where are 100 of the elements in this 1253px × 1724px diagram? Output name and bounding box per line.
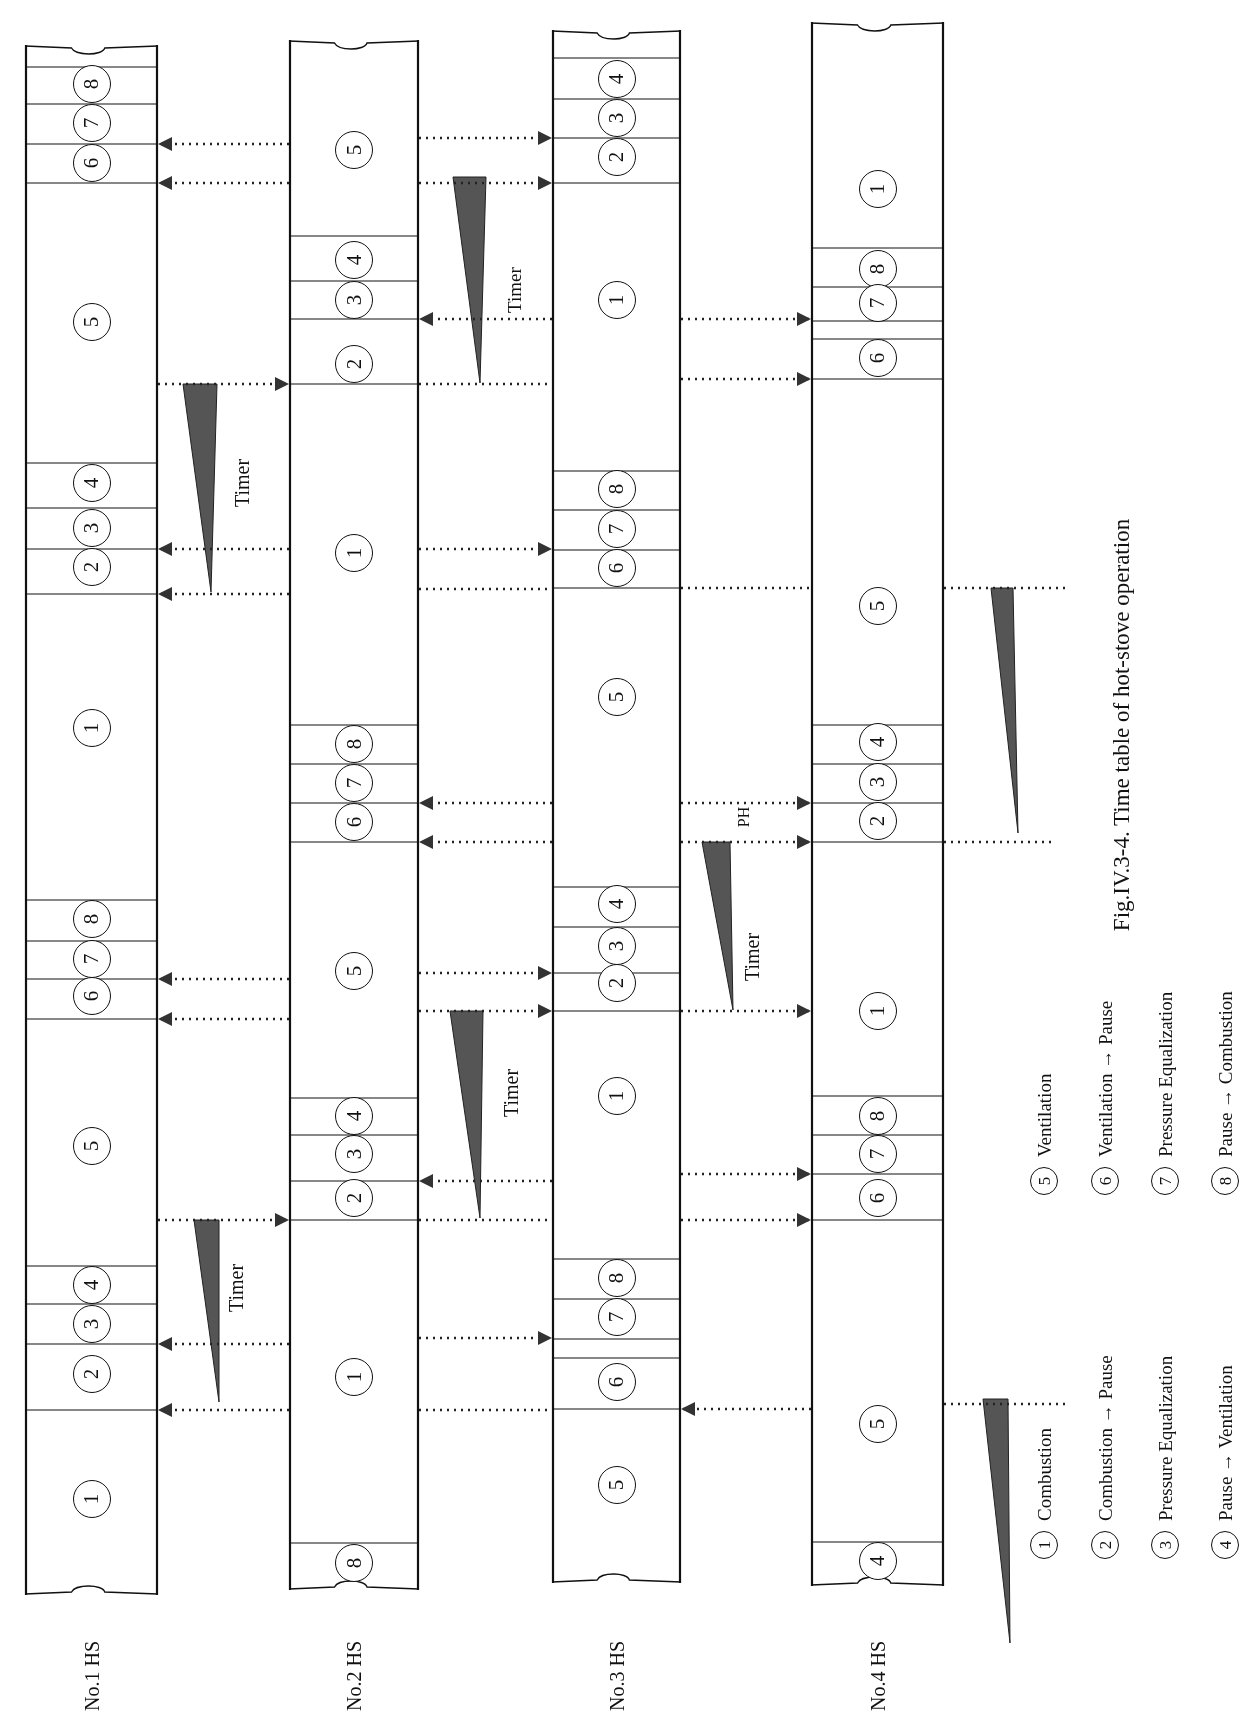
number-circle: 8 — [72, 900, 111, 938]
dotted-arrow — [158, 1012, 289, 1026]
legend-number-circle: 5 — [1030, 1167, 1058, 1195]
number-circle: 2 — [858, 802, 897, 840]
dotted-arrow — [681, 796, 811, 810]
dotted-arrow — [158, 176, 289, 190]
number-circle: 3 — [72, 1305, 111, 1343]
number-circle: 5 — [72, 1127, 111, 1165]
dotted-arrow — [158, 972, 289, 986]
number-circle: 4 — [858, 1542, 897, 1580]
number-circle: 2 — [335, 345, 373, 383]
dotted-arrow — [681, 835, 811, 849]
number-circle: 6 — [335, 803, 373, 841]
number-circle: 5 — [597, 678, 636, 716]
number-circle: 6 — [72, 977, 111, 1015]
dotted-arrow — [681, 1402, 811, 1416]
legend-text: Pause → Ventilation — [1215, 1365, 1235, 1521]
dotted-arrow — [419, 1004, 552, 1018]
legend-text: Pause → Combustion — [1215, 991, 1235, 1157]
figure-caption: Fig.IV.3-4. Time table of hot-stove operation — [1109, 518, 1133, 932]
legend-text: Ventilation — [1034, 1073, 1054, 1157]
annotation-label: Timer — [742, 932, 762, 982]
dotted-arrow — [419, 966, 552, 980]
number-circle: 8 — [858, 1097, 897, 1135]
number-circle: 4 — [597, 885, 636, 923]
number-circle: 7 — [335, 764, 373, 802]
annotation-label: Timer — [226, 1263, 246, 1313]
legend-number-circle: 1 — [1030, 1531, 1058, 1559]
number-circle: 3 — [597, 927, 636, 965]
number-circle: 8 — [72, 65, 111, 103]
number-circle: 4 — [597, 60, 636, 98]
dotted-arrow — [158, 542, 289, 556]
number-circle: 2 — [335, 1179, 373, 1217]
dotted-arrow — [419, 176, 552, 190]
number-circle: 6 — [72, 144, 111, 182]
dotted-arrow — [419, 796, 552, 810]
dotted-arrow — [158, 1337, 289, 1351]
number-circle: 1 — [335, 534, 373, 572]
number-circle: 7 — [72, 940, 111, 978]
annotation-label: Timer — [504, 267, 524, 313]
number-circle: 8 — [597, 470, 636, 508]
number-circle: 3 — [335, 1135, 373, 1173]
dotted-arrow — [681, 372, 811, 386]
legend-text: Ventilation → Pause — [1095, 1000, 1115, 1157]
dotted-arrow — [681, 1167, 811, 1181]
dotted-arrow — [419, 131, 552, 145]
number-circle: 8 — [597, 1259, 636, 1297]
number-circle: 4 — [858, 723, 897, 761]
number-circle: 6 — [597, 1363, 636, 1401]
dotted-arrow — [681, 312, 811, 326]
number-circle: 3 — [72, 509, 111, 547]
dotted-arrow — [158, 137, 289, 151]
number-circle: 7 — [858, 284, 897, 322]
dotted-arrow — [419, 835, 552, 849]
number-circle: 7 — [597, 1298, 636, 1336]
legend-number-circle: 2 — [1091, 1531, 1119, 1559]
annotation-label: PH — [736, 806, 752, 828]
number-circle: 2 — [597, 964, 636, 1002]
number-circle: 8 — [858, 250, 897, 288]
number-circle: 2 — [72, 1355, 111, 1393]
legend-number-circle: 7 — [1151, 1167, 1179, 1195]
number-circle: 6 — [858, 339, 897, 377]
number-circle: 3 — [335, 281, 373, 319]
number-circle: 1 — [858, 170, 897, 208]
legend-text: Pressure Equalization — [1155, 991, 1175, 1157]
dotted-arrow — [419, 312, 552, 326]
legend-text: Combustion — [1034, 1428, 1054, 1521]
number-circle: 5 — [597, 1466, 636, 1504]
dotted-arrow — [419, 542, 552, 556]
number-circle: 4 — [335, 241, 373, 279]
stove-label: No.1 HS — [80, 1641, 103, 1711]
dotted-arrow — [681, 1004, 811, 1018]
number-circle: 1 — [72, 709, 111, 747]
number-circle: 4 — [72, 1266, 111, 1304]
legend-text: Pressure Equalization — [1155, 1355, 1175, 1521]
number-circle: 2 — [597, 138, 636, 176]
dotted-arrow — [419, 1331, 552, 1345]
dotted-arrow — [158, 377, 289, 391]
annotation-label: Timer — [232, 458, 252, 508]
number-circle: 5 — [858, 1405, 897, 1443]
number-circle: 1 — [335, 1358, 373, 1396]
number-circle: 7 — [858, 1135, 897, 1173]
number-circle: 1 — [597, 1077, 636, 1115]
dotted-arrow — [158, 1403, 289, 1417]
dotted-arrow — [681, 1213, 811, 1227]
number-circle: 7 — [597, 510, 636, 548]
legend-number-circle: 3 — [1151, 1531, 1179, 1559]
legend-text: Combustion → Pause — [1095, 1355, 1115, 1521]
number-circle: 4 — [335, 1097, 373, 1135]
number-circle: 2 — [72, 548, 111, 586]
dotted-arrow — [158, 587, 289, 601]
number-circle: 5 — [72, 303, 111, 341]
number-circle: 8 — [335, 725, 373, 763]
number-circle: 4 — [72, 464, 111, 502]
number-circle: 1 — [597, 281, 636, 319]
number-circle: 5 — [335, 952, 373, 990]
number-circle: 3 — [858, 763, 897, 801]
legend-number-circle: 6 — [1091, 1167, 1119, 1195]
dotted-arrow — [419, 1174, 552, 1188]
legend-number-circle: 4 — [1211, 1531, 1239, 1559]
